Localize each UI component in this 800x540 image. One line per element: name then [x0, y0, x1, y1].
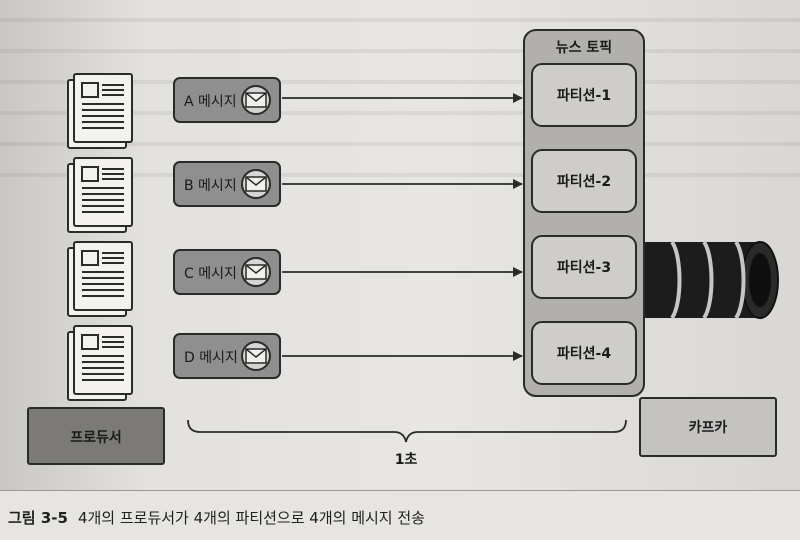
- kafka-producer-diagram: 프로듀서 A 메시지 B 메시지 C 메시지: [27, 29, 779, 468]
- producer-label: 프로듀서: [70, 430, 122, 446]
- partition-3-label: 파티션-3: [557, 259, 611, 276]
- figure-caption: 그림 3-5 4개의 프로듀서가 4개의 파티션으로 4개의 메시지 전송: [8, 507, 425, 528]
- partition-3: 파티션-3: [531, 235, 637, 299]
- envelope-icon: [241, 257, 271, 287]
- caption-bar: [0, 490, 800, 540]
- partition-2: 파티션-2: [531, 149, 637, 213]
- message-a-label: A 메시지: [184, 94, 237, 110]
- producer-document-icon: [67, 241, 133, 317]
- news-topic: 뉴스 토픽 파티션-1 파티션-2 파티션-3 파티션-4: [523, 29, 645, 397]
- topic-title: 뉴스 토픽: [556, 39, 612, 56]
- message-d-label: D 메시지: [184, 350, 238, 366]
- message-c-label: C 메시지: [184, 266, 237, 282]
- kafka-label: 카프카: [689, 420, 728, 436]
- partition-4: 파티션-4: [531, 321, 637, 385]
- partition-1-label: 파티션-1: [557, 87, 611, 104]
- producer-document-icon: [67, 325, 133, 401]
- message-d: D 메시지: [173, 333, 281, 379]
- envelope-icon: [241, 341, 271, 371]
- message-b: B 메시지: [173, 161, 281, 207]
- timeline-label: 1초: [395, 452, 418, 468]
- producer-document-icon: [67, 157, 133, 233]
- message-b-label: B 메시지: [184, 178, 237, 194]
- message-a: A 메시지: [173, 77, 281, 123]
- timeline-brace: 1초: [187, 419, 627, 468]
- partition-4-label: 파티션-4: [557, 345, 611, 362]
- partition-1: 파티션-1: [531, 63, 637, 127]
- envelope-icon: [241, 85, 271, 115]
- producer-document-icon: [67, 73, 133, 149]
- figure-caption-text: 4개의 프로듀서가 4개의 파티션으로 4개의 메시지 전송: [77, 509, 425, 527]
- partition-2-label: 파티션-2: [557, 173, 611, 190]
- producer-box: 프로듀서: [27, 407, 165, 465]
- kafka-box: 카프카: [639, 397, 777, 457]
- figure-number: 그림 3-5: [8, 509, 68, 527]
- envelope-icon: [241, 169, 271, 199]
- message-c: C 메시지: [173, 249, 281, 295]
